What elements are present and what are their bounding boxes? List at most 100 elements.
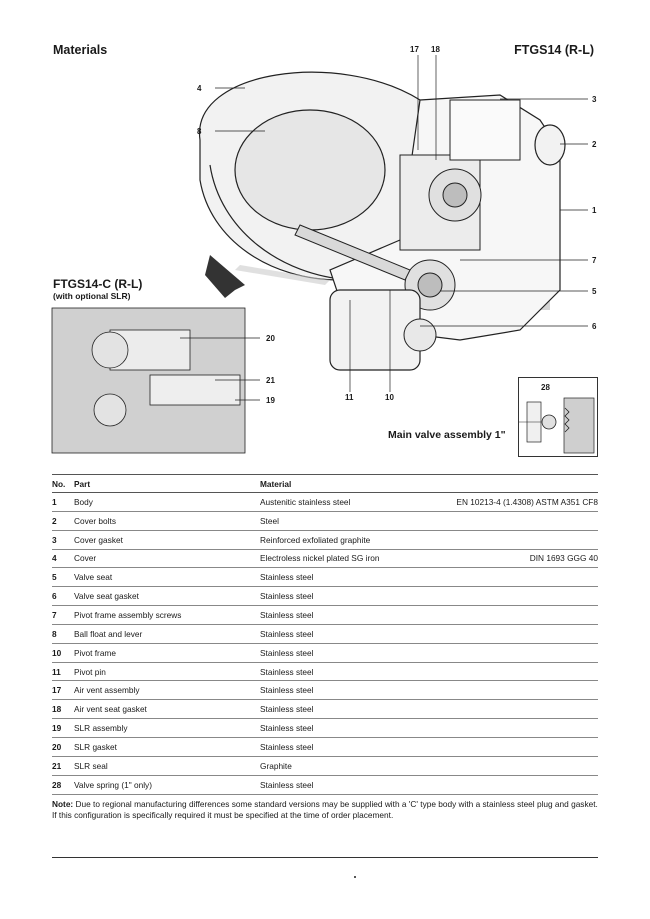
row-no: 19 — [52, 718, 74, 738]
row-no: 17 — [52, 680, 74, 701]
row-material: Reinforced exfoliated graphite — [260, 530, 440, 550]
callout-19: 19 — [266, 396, 275, 405]
row-material: Stainless steel — [260, 605, 440, 625]
row-material: Stainless steel — [260, 699, 440, 720]
row-material: Stainless steel — [260, 737, 440, 757]
col-spec-header — [440, 474, 598, 493]
row-material: Stainless steel — [260, 662, 440, 682]
row-material: Stainless steel — [260, 567, 440, 588]
valve-spring-detail — [519, 397, 595, 454]
note-text: Due to regional manufacturing difference… — [52, 799, 598, 820]
row-no: 6 — [52, 586, 74, 607]
row-part: Pivot frame assembly screws — [74, 605, 260, 625]
row-spec — [440, 511, 598, 531]
model-title: FTGS14 (R-L) — [514, 43, 594, 57]
row-part: Air vent assembly — [74, 680, 260, 701]
row-spec — [440, 567, 598, 588]
row-spec — [440, 718, 598, 738]
footer-divider — [52, 857, 598, 858]
row-spec — [440, 643, 598, 663]
row-no: 2 — [52, 511, 74, 531]
row-part: Pivot pin — [74, 662, 260, 682]
row-no: 21 — [52, 756, 74, 776]
row-material: Stainless steel — [260, 624, 440, 644]
row-no: 1 — [52, 492, 74, 512]
callout-17: 17 — [410, 45, 419, 54]
callout-18: 18 — [431, 45, 440, 54]
row-part: Cover — [74, 549, 260, 569]
callout-5: 5 — [592, 287, 597, 296]
row-no: 4 — [52, 549, 74, 569]
row-spec — [440, 605, 598, 625]
callout-20: 20 — [266, 334, 275, 343]
row-spec — [440, 586, 598, 607]
row-material: Stainless steel — [260, 775, 440, 795]
main-valve-caption: Main valve assembly 1" — [388, 429, 506, 441]
row-no: 5 — [52, 567, 74, 588]
row-part: Body — [74, 492, 260, 512]
row-material: Stainless steel — [260, 643, 440, 663]
callout-11: 11 — [345, 393, 354, 402]
callout-4: 4 — [197, 84, 202, 93]
callout-21: 21 — [266, 376, 275, 385]
row-spec — [440, 699, 598, 720]
row-spec — [440, 680, 598, 701]
row-part: SLR gasket — [74, 737, 260, 757]
row-part: SLR seal — [74, 756, 260, 776]
row-material: Stainless steel — [260, 718, 440, 738]
section-title: Materials — [53, 43, 108, 57]
row-spec — [440, 530, 598, 550]
row-material: Steel — [260, 511, 440, 531]
row-material: Austenitic stainless steel — [260, 492, 440, 512]
callout-1: 1 — [592, 206, 597, 215]
row-no: 3 — [52, 530, 74, 550]
row-material: Electroless nickel plated SG iron — [260, 549, 440, 569]
row-no: 20 — [52, 737, 74, 757]
row-no: 7 — [52, 605, 74, 625]
row-part: Pivot frame — [74, 643, 260, 663]
row-spec — [440, 756, 598, 776]
row-no: 28 — [52, 775, 74, 795]
row-spec — [440, 624, 598, 644]
row-part: Valve seat — [74, 567, 260, 588]
row-part: Cover bolts — [74, 511, 260, 531]
row-spec: DIN 1693 GGG 40 — [440, 549, 598, 569]
row-no: 18 — [52, 699, 74, 720]
trap-cutaway-drawing — [51, 55, 588, 454]
callout-28: 28 — [541, 383, 550, 392]
row-spec — [440, 775, 598, 795]
footnote: Note: Due to regional manufacturing diff… — [52, 799, 600, 821]
callout-6: 6 — [592, 322, 597, 331]
col-part-header: Part — [74, 474, 260, 493]
row-part: SLR assembly — [74, 718, 260, 738]
row-material: Graphite — [260, 756, 440, 776]
subassembly-note: (with optional SLR) — [53, 291, 131, 301]
note-label: Note: — [52, 799, 74, 809]
row-no: 10 — [52, 643, 74, 663]
row-no: 8 — [52, 624, 74, 644]
row-part: Cover gasket — [74, 530, 260, 550]
col-no-header: No. — [52, 474, 74, 493]
table-header-row: No. Part Material — [52, 474, 598, 493]
row-material: Stainless steel — [260, 680, 440, 701]
valve-spring-inset: 28 — [518, 377, 598, 457]
row-part: Air vent seat gasket — [74, 699, 260, 720]
row-no: 11 — [52, 662, 74, 682]
row-material: Stainless steel — [260, 586, 440, 607]
